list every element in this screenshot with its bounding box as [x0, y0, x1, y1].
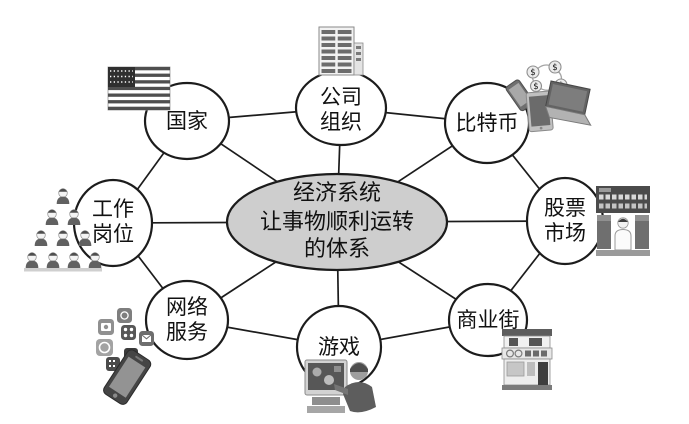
person-figure — [78, 230, 92, 246]
node-label-shopping-street: 商业街 — [457, 308, 520, 332]
svg-text:$: $ — [533, 82, 538, 92]
center-label-line2: 让事物顺利运转 — [260, 209, 414, 234]
game-player-icon — [304, 359, 376, 413]
person-figure — [25, 252, 39, 268]
svg-text:$: $ — [552, 63, 557, 73]
us-flag-icon — [107, 66, 171, 111]
svg-text:$: $ — [530, 68, 535, 78]
people-pyramid-icon — [24, 188, 102, 272]
person-figure — [45, 209, 59, 225]
node-label-jobs-line2: 岗位 — [92, 222, 134, 246]
node-label-network-line2: 服务 — [166, 320, 208, 344]
diagram-shapes — [72, 69, 605, 390]
shop-roof — [502, 329, 552, 336]
node-label-network-line1: 网络 — [166, 295, 208, 319]
person-figure — [56, 188, 70, 204]
node-circle-network-services — [144, 279, 230, 361]
node-label-jobs-line1: 工作 — [92, 197, 134, 221]
trader-body — [614, 228, 632, 251]
person-figure — [67, 252, 81, 268]
player-arm — [334, 384, 348, 395]
node-label-country: 国家 — [166, 109, 208, 133]
center-label-line3: 的体系 — [304, 236, 370, 261]
app-tile — [121, 325, 136, 340]
person-figure — [67, 209, 81, 225]
node-label-company-line1: 公司 — [320, 85, 362, 109]
center-label-line1: 经济系统 — [293, 180, 381, 205]
coin — [548, 60, 562, 74]
node-label-stock-line1: 股票 — [544, 196, 586, 220]
node-label-game: 游戏 — [318, 335, 360, 359]
person-figure — [34, 230, 48, 246]
coin — [529, 79, 543, 93]
laptop-shape — [544, 80, 592, 126]
app-tile — [96, 339, 113, 356]
desk-right — [635, 215, 649, 249]
mobile-apps-icon — [96, 308, 154, 405]
bitcoin-devices-icon: $ $ $ $ — [505, 60, 592, 133]
node-label-stock-line2: 市场 — [544, 221, 586, 245]
person-figure — [46, 252, 60, 268]
office-building-icon — [318, 26, 364, 76]
app-tile — [117, 308, 132, 323]
node-label-company-line2: 组织 — [320, 110, 362, 134]
person-figure — [88, 252, 102, 268]
desk-left — [597, 215, 611, 249]
coin — [526, 65, 540, 79]
person-figure — [56, 230, 70, 246]
storefront-icon — [501, 329, 553, 390]
stock-exchange-icon — [596, 186, 650, 256]
player-body — [343, 382, 376, 413]
shop-door — [538, 362, 548, 385]
smartphone-large-shape — [103, 349, 152, 405]
center-ellipse — [225, 172, 449, 272]
node-label-bitcoin: 比特币 — [456, 111, 519, 135]
diagram-labels: 经济系统 让事物顺利运转 的体系 国家 公司 组织 比特币 股票 市场 商业街 … — [92, 85, 586, 359]
